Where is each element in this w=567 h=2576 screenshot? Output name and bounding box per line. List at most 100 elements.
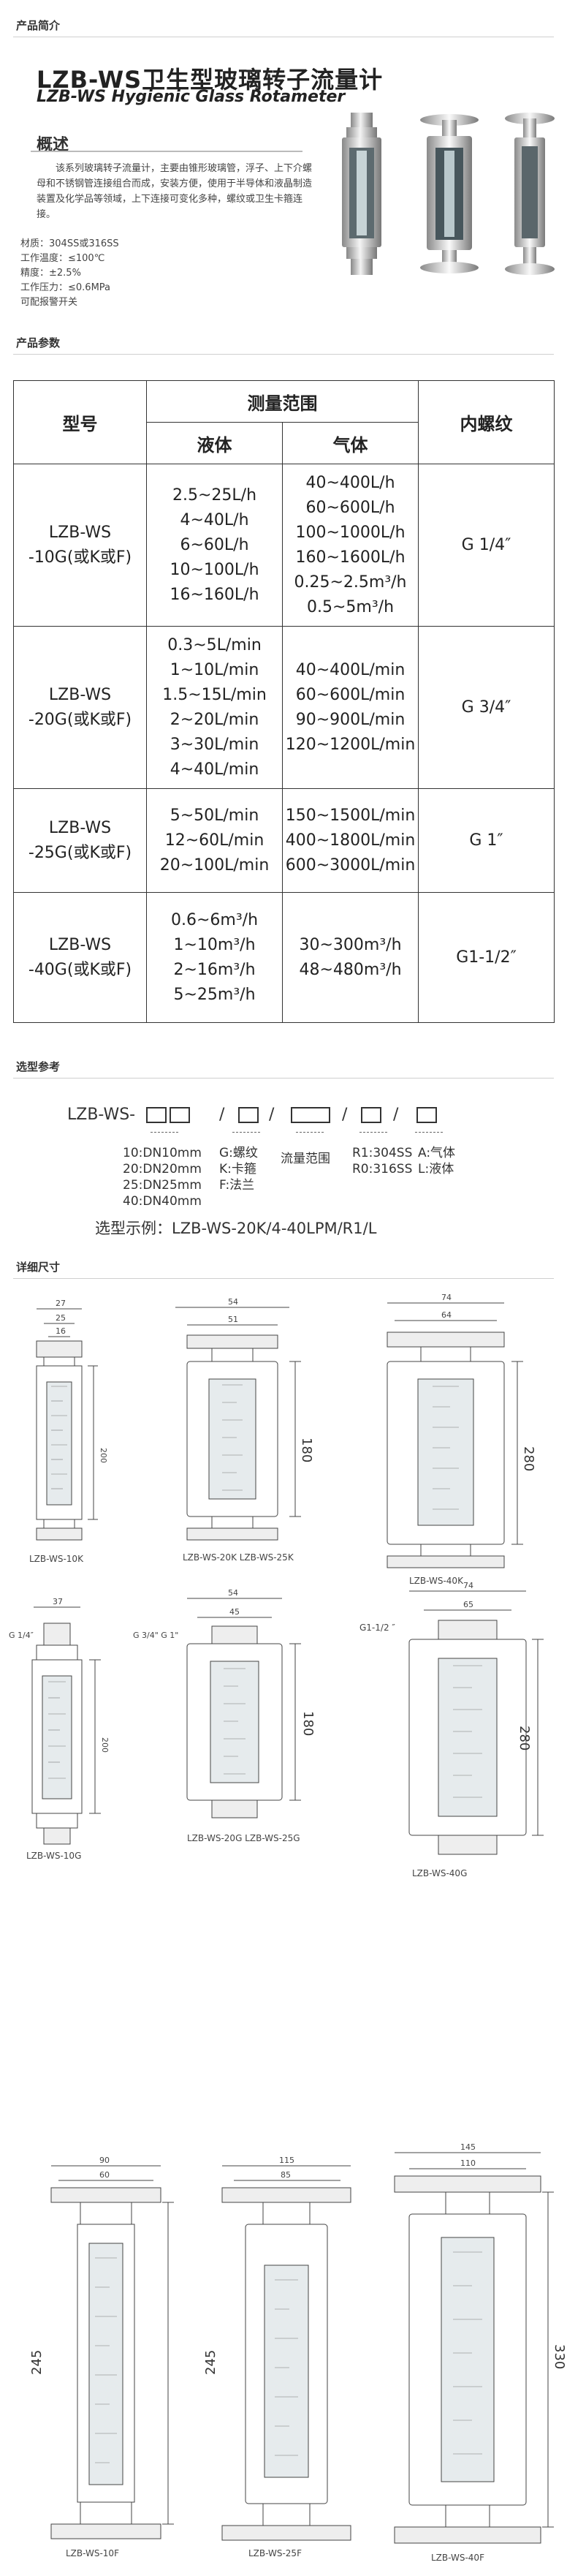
header-model: 型号 (13, 380, 147, 464)
dim-label: 16 (56, 1326, 66, 1336)
dim-label: G1-1/2 ″ (359, 1623, 395, 1633)
dim-label: 115 (279, 2156, 294, 2165)
code-box-material (361, 1107, 381, 1123)
cell-thread: G 1″ (418, 788, 555, 893)
product-photo-2 (420, 114, 479, 273)
table-row: LZB-WS -10G(或K或F) 2.5~25L/h 4~40L/h 6~60… (13, 464, 555, 627)
dim-label: 245 (29, 2350, 45, 2375)
drawing-10f: 90 60 245 LZB-WS-10F (29, 2156, 174, 2558)
drawing-label: LZB-WS-10F (66, 2548, 119, 2558)
spec-alarm: 可配报警开关 (20, 297, 78, 308)
cell-model: LZB-WS -25G(或K或F) (13, 788, 147, 893)
drawing-label: LZB-WS-40G (412, 1868, 467, 1878)
drawing-40g: 74 65 G1-1/2 ″ 280 LZB-WS-40G (359, 1581, 544, 1878)
dim-label: 180 (299, 1438, 314, 1462)
dim-label: 90 (99, 2156, 110, 2165)
dim-label: 280 (517, 1726, 532, 1750)
cell-thread: G1-1/2″ (418, 892, 555, 1023)
option-medium: A:气体 L:液体 (418, 1146, 456, 1176)
selection-example: 选型示例：LZB-WS-20K/4-40LPM/R1/L (95, 1220, 377, 1237)
product-title-english: LZB-WS Hygienic Glass Rotameter (37, 88, 346, 106)
cell-thread: G 3/4″ (418, 626, 555, 789)
cell-liquid: 2.5~25L/h 4~40L/h 6~60L/h 10~100L/h 16~1… (146, 464, 283, 627)
option-range: 流量范围 (281, 1152, 330, 1166)
leader-line (232, 1132, 260, 1133)
divider (13, 1278, 554, 1279)
separator-slash: / (269, 1106, 275, 1124)
drawing-20g-25g: 54 45 G 3/4" G 1" 180 LZB-WS-20G LZB-WS-… (133, 1588, 316, 1843)
header-range: 测量范围 (146, 380, 419, 423)
selection-prefix: LZB-WS- (67, 1106, 136, 1124)
cell-thread: G 1/4″ (418, 464, 555, 627)
dim-label: G 3/4" G 1" (133, 1631, 178, 1640)
drawing-25f: 115 85 245 LZB-WS-25F (203, 2156, 351, 2558)
drawing-label: LZB-WS-20K LZB-WS-25K (183, 1552, 294, 1563)
code-box-size-2 (170, 1107, 190, 1123)
separator-slash: / (342, 1106, 348, 1124)
spec-material: 材质：304SS或316SS (20, 238, 119, 249)
dim-label: 64 (441, 1310, 452, 1320)
cell-gas: 30~300m³/h 48~480m³/h (282, 892, 419, 1023)
header-liquid: 液体 (146, 422, 283, 464)
overview-text: 该系列玻璃转子流量计，主要由锥形玻璃管，浮子、上下介螺母和不锈钢管连接组合而成，… (37, 163, 313, 220)
drawing-20k-25k: 54 51 180 LZB-WS-20K LZB-WS-25K (175, 1297, 314, 1563)
drawing-10g: 37 G 1/4″ 200 LZB-WS-10G (9, 1597, 110, 1861)
cell-liquid: 0.3~5L/min 1~10L/min 1.5~15L/min 2~20L/m… (146, 626, 283, 789)
table-row: LZB-WS -25G(或K或F) 5~50L/min 12~60L/min 2… (13, 788, 555, 893)
dim-label: 85 (281, 2170, 291, 2180)
dim-label: 200 (99, 1448, 108, 1463)
dim-label: 25 (56, 1313, 66, 1323)
dim-label: 330 (552, 2344, 567, 2369)
dim-label: 145 (460, 2142, 476, 2152)
drawing-label: LZB-WS-20G LZB-WS-25G (187, 1833, 300, 1843)
cell-model: LZB-WS -40G(或K或F) (13, 892, 147, 1023)
product-title: LZB-WS卫生型玻璃转子流量计 (37, 66, 384, 94)
dim-label: 110 (460, 2158, 476, 2168)
spec-pressure: 工作压力：≤0.6MPa (20, 282, 111, 293)
drawing-label: LZB-WS-25F (248, 2548, 302, 2558)
dim-label: 54 (228, 1297, 238, 1307)
section-heading-intro: 产品简介 (16, 19, 61, 32)
dim-label: 74 (463, 1581, 473, 1590)
section-heading-params: 产品参数 (16, 336, 61, 350)
leader-line (415, 1132, 443, 1133)
dim-label: 27 (56, 1299, 66, 1308)
drawing-40f: 145 110 330 LZB-WS-40F (394, 2142, 567, 2563)
code-box-connection (238, 1107, 259, 1123)
leader-line (296, 1132, 324, 1133)
drawing-10k: 27 25 16 200 LZB-WS-10K (29, 1299, 108, 1564)
dim-label: 65 (463, 1600, 473, 1609)
dim-label: 280 (521, 1446, 536, 1471)
drawing-40k: 74 64 280 LZB-WS-40K (387, 1293, 536, 1586)
separator-slash: / (219, 1106, 225, 1124)
cell-gas: 40~400L/h 60~600L/h 100~1000L/h 160~1600… (282, 464, 419, 627)
code-box-range (291, 1107, 330, 1123)
drawing-label: LZB-WS-10K (29, 1554, 84, 1564)
dim-label: 60 (99, 2170, 110, 2180)
code-box-size-1 (146, 1107, 167, 1123)
leader-line (151, 1132, 178, 1133)
dim-label: 180 (300, 1711, 316, 1736)
dim-label: 245 (203, 2350, 218, 2375)
code-box-medium (416, 1107, 437, 1123)
header-thread: 内螺纹 (418, 380, 555, 464)
dim-label: 74 (441, 1293, 452, 1302)
cell-gas: 150~1500L/min 400~1800L/min 600~3000L/mi… (282, 788, 419, 893)
dim-label: 45 (229, 1607, 240, 1617)
section-heading-selection: 选型参考 (16, 1060, 61, 1073)
divider (13, 354, 554, 355)
option-connection: G:螺纹 K:卡箍 F:法兰 (219, 1146, 258, 1193)
cell-model: LZB-WS -10G(或K或F) (13, 464, 147, 627)
drawing-label: LZB-WS-10G (26, 1851, 81, 1861)
drawing-label: LZB-WS-40F (431, 2553, 484, 2563)
drawing-label: LZB-WS-40K (409, 1576, 464, 1586)
parameter-table: 型号 测量范围 内螺纹 液体 气体 LZB-WS -10G(或K或F) 2.5~… (13, 380, 555, 1023)
dim-label: 37 (53, 1597, 63, 1606)
cell-liquid: 5~50L/min 12~60L/min 20~100L/min (146, 788, 283, 893)
cell-gas: 40~400L/min 60~600L/min 90~900L/min 120~… (282, 626, 419, 789)
cell-model: LZB-WS -20G(或K或F) (13, 626, 147, 789)
leader-line (359, 1132, 387, 1133)
header-gas: 气体 (282, 422, 419, 464)
table-row: LZB-WS -40G(或K或F) 0.6~6m³/h 1~10m³/h 2~1… (13, 892, 555, 1023)
dim-label: 51 (228, 1315, 238, 1324)
